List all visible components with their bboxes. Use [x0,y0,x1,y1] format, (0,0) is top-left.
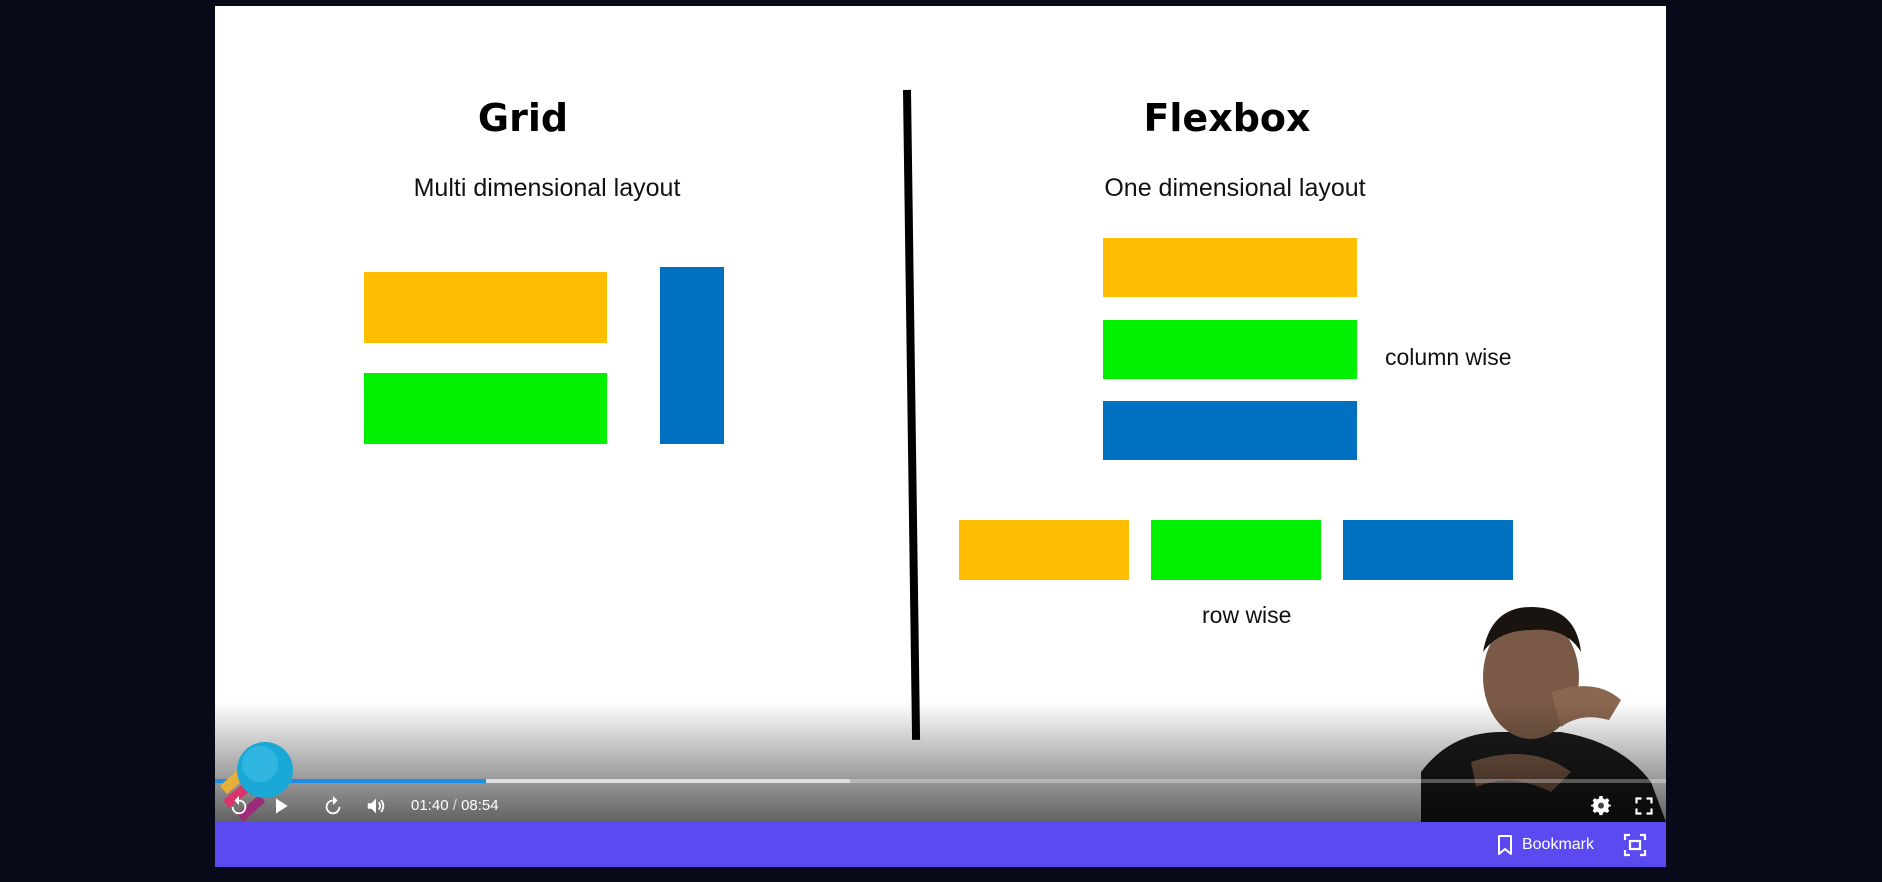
flex-column-yellow-block [1103,238,1357,297]
volume-icon [367,798,385,814]
flexbox-title: Flexbox [1143,96,1311,140]
flex-row-yellow-block [959,520,1129,580]
time-display: 01:40 / 08:54 [411,790,499,822]
fullscreen-icon [1635,797,1653,815]
video-player: Grid Multi dimensional layout Flexbox On… [215,6,1666,867]
controls-gradient [215,702,1666,822]
course-logo [220,742,293,822]
grid-blue-block [660,267,724,444]
column-wise-label: column wise [1385,344,1512,370]
row-wise-label: row wise [1202,602,1292,628]
grid-subtitle: Multi dimensional layout [413,174,681,202]
flexbox-subtitle: One dimensional layout [1104,174,1366,202]
play-icon [276,798,288,814]
grid-title: Grid [477,96,569,140]
rewind-button[interactable] [223,790,255,822]
focus-mode-icon [1623,833,1647,857]
fullscreen-button[interactable] [1628,790,1660,822]
forward-icon [325,795,341,815]
rewind-icon [231,795,247,815]
progress-played [215,779,487,783]
flex-column-blue-block [1103,401,1357,460]
progress-bar[interactable] [215,779,1666,783]
settings-icon [1591,796,1611,816]
flex-column-green-block [1103,320,1357,379]
video-frame[interactable]: Grid Multi dimensional layout Flexbox On… [215,6,1666,822]
time-separator: / [448,797,462,814]
player-bottom-bar: Bookmark [215,822,1666,867]
forward-button[interactable] [317,790,349,822]
bookmark-label: Bookmark [1521,835,1594,853]
progress-buffered [215,779,850,783]
volume-button[interactable] [360,790,392,822]
flex-row-blue-block [1343,520,1513,580]
duration: 08:54 [461,797,499,814]
grid-yellow-block [364,272,607,343]
flex-row-green-block [1151,520,1321,580]
focus-mode-button[interactable] [1620,830,1650,860]
bookmark-button[interactable]: Bookmark [1496,822,1594,867]
bookmark-icon [1497,834,1512,855]
slide-divider [903,89,921,740]
current-time: 01:40 [411,797,449,814]
settings-button[interactable] [1585,790,1617,822]
play-button[interactable] [265,790,297,822]
grid-green-block [364,373,607,444]
